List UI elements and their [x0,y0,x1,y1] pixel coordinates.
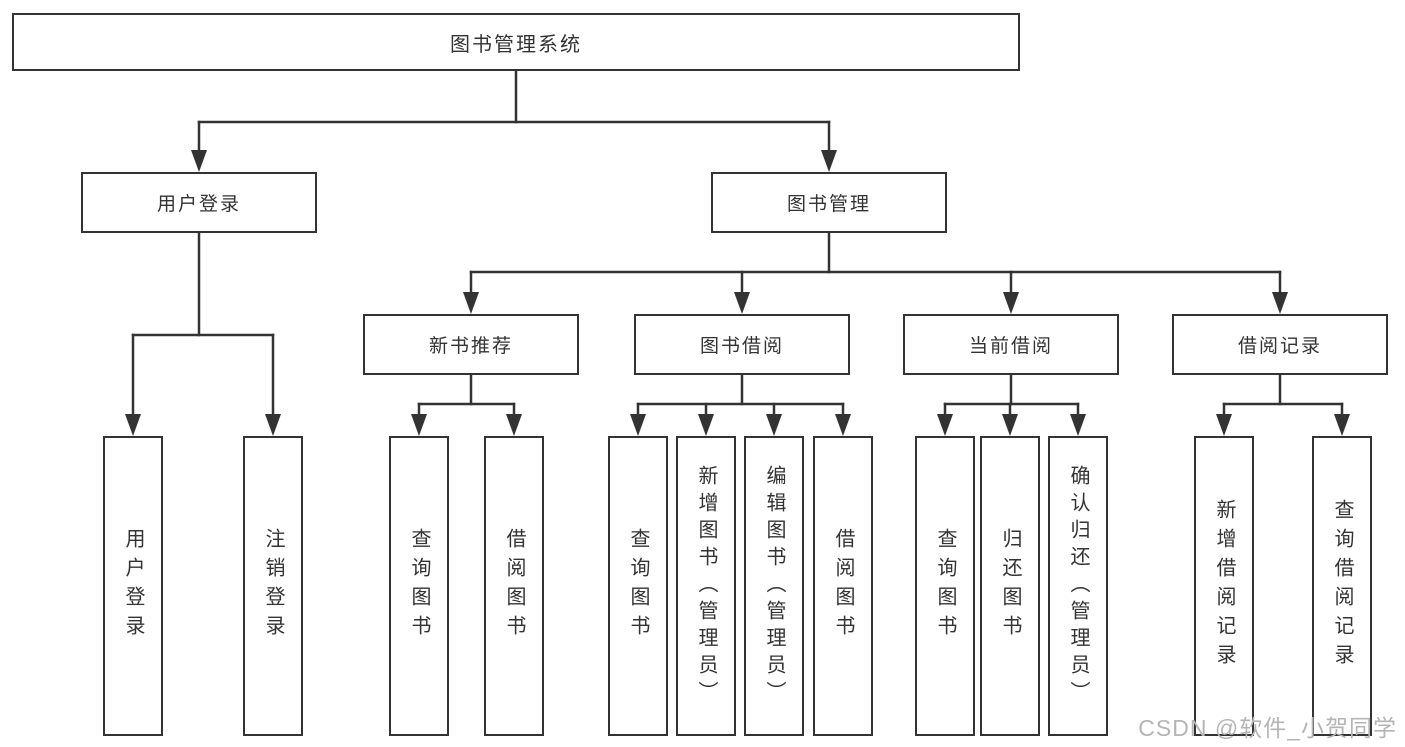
node-book-management: 图书管理 [711,172,947,233]
leaf-query-books: 查询图书 [915,436,975,736]
leaf-borrow-books: 借阅图书 [813,436,873,736]
node-new-book-recommendation: 新书推荐 [363,314,579,375]
leaf-edit-books-admin: 编辑图书（管理员） [744,436,804,736]
leaf-return-books: 归还图书 [980,436,1040,736]
node-user-login: 用户登录 [81,172,317,233]
leaf-add-books-admin: 新增图书（管理员） [676,436,736,736]
leaf-logout: 注销登录 [243,436,303,736]
node-library-management-system: 图书管理系统 [12,13,1020,71]
leaf-borrow-books: 借阅图书 [484,436,544,736]
leaf-query-books: 查询图书 [389,436,449,736]
leaf-user-login: 用户登录 [103,436,163,736]
node-book-borrowing: 图书借阅 [634,314,850,375]
csdn-watermark: CSDN @软件_小贺同学 [1138,715,1397,741]
node-current-borrowing: 当前借阅 [903,314,1119,375]
leaf-query-books: 查询图书 [608,436,668,736]
leaf-query-borrowing-record: 查询借阅记录 [1312,436,1372,736]
leaf-confirm-return-admin: 确认归还（管理员） [1048,436,1108,736]
leaf-add-borrowing-record: 新增借阅记录 [1194,436,1254,736]
node-borrowing-records: 借阅记录 [1172,314,1388,375]
